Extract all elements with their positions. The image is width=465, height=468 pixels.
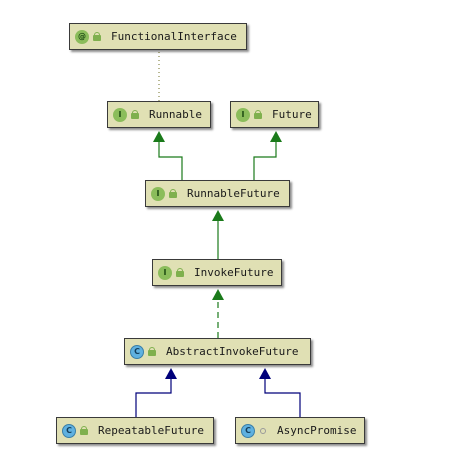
node-label: RunnableFuture: [187, 187, 280, 200]
node-label: Runnable: [149, 108, 202, 121]
node-abstract-invoke-future[interactable]: C AbstractInvokeFuture: [124, 338, 311, 365]
class-icon: C: [241, 423, 255, 438]
public-visibility-icon: [131, 110, 140, 119]
public-visibility-icon: [148, 347, 157, 356]
node-label: AbstractInvokeFuture: [166, 345, 299, 358]
arrowhead-implements: [212, 289, 224, 300]
public-visibility-icon: [93, 32, 102, 41]
arrowhead-extends-interface: [270, 131, 282, 142]
interface-icon: I: [151, 186, 165, 201]
arrowhead-extends-class: [165, 368, 177, 379]
node-label: InvokeFuture: [194, 266, 274, 279]
annotation-icon: @: [75, 29, 89, 44]
node-invoke-future[interactable]: I InvokeFuture: [152, 259, 282, 286]
edge-extends-interface: [253, 141, 277, 180]
node-label: FunctionalInterface: [111, 30, 237, 43]
edge-extends-class: [135, 378, 172, 417]
class-icon: C: [130, 344, 144, 359]
arrowhead-extends-interface: [153, 131, 165, 142]
package-visibility-icon: [259, 426, 268, 435]
public-visibility-icon: [176, 268, 185, 277]
edge-extends-class: [264, 378, 301, 417]
public-visibility-icon: [80, 426, 89, 435]
interface-icon: I: [236, 107, 250, 122]
node-future[interactable]: I Future: [230, 101, 319, 128]
class-icon: C: [62, 423, 76, 438]
public-visibility-icon: [169, 189, 178, 198]
arrowhead-extends-interface: [212, 210, 224, 221]
node-async-promise[interactable]: C AsyncPromise: [235, 417, 365, 444]
arrowhead-extends-class: [259, 368, 271, 379]
interface-icon: I: [158, 265, 172, 280]
interface-icon: I: [113, 107, 127, 122]
public-visibility-icon: [254, 110, 263, 119]
node-label: Future: [272, 108, 312, 121]
node-runnable[interactable]: I Runnable: [107, 101, 211, 128]
node-functional-interface[interactable]: @ FunctionalInterface: [69, 23, 247, 50]
edge-extends-interface: [158, 141, 183, 180]
node-runnable-future[interactable]: I RunnableFuture: [145, 180, 290, 207]
node-label: RepeatableFuture: [98, 424, 204, 437]
node-label: AsyncPromise: [277, 424, 357, 437]
node-repeatable-future[interactable]: C RepeatableFuture: [56, 417, 214, 444]
